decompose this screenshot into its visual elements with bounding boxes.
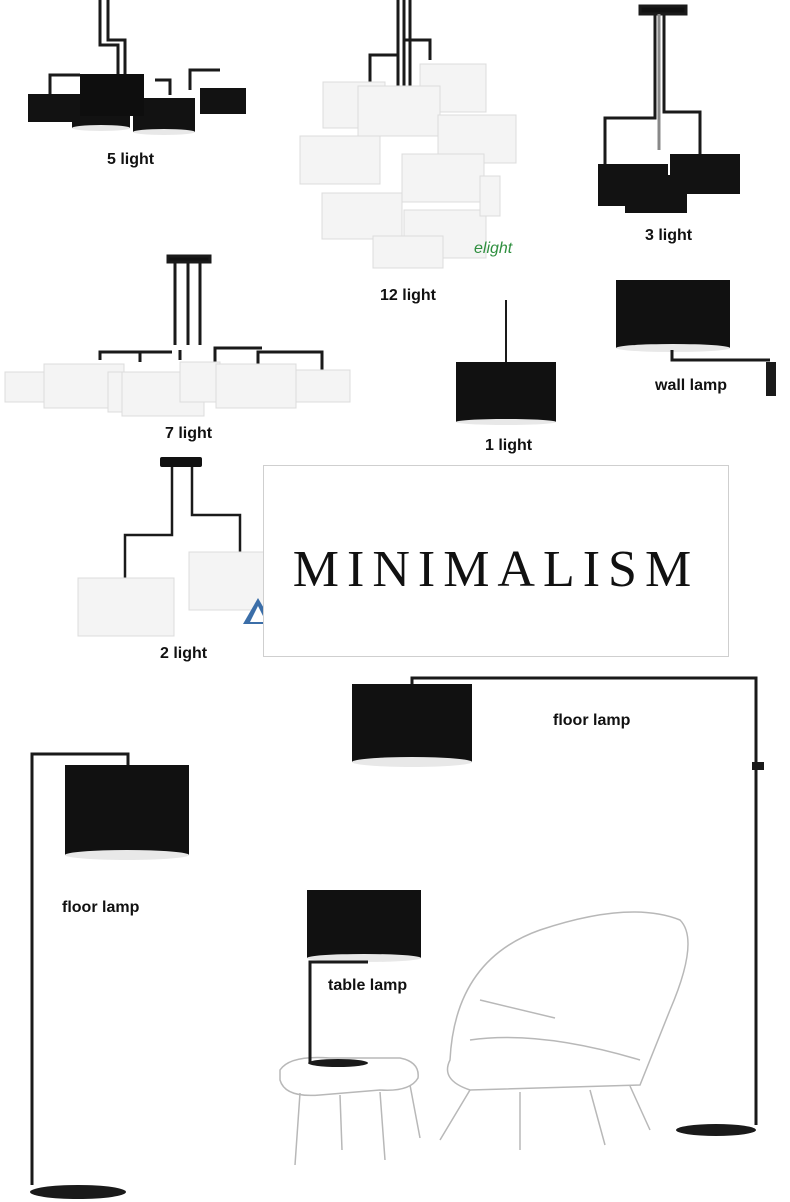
label-wall-lamp: wall lamp <box>655 377 728 394</box>
table-lamp <box>307 890 421 1067</box>
label-one-light: 1 light <box>485 437 533 454</box>
three-light-chandelier <box>603 4 702 170</box>
minimalism-banner: MINIMALISM <box>263 465 729 657</box>
wall-lamp <box>616 280 776 396</box>
label-five-light: 5 light <box>107 151 155 168</box>
three-light-shades <box>598 154 740 213</box>
two-light-pendant <box>77 457 286 637</box>
brand-watermark: elight <box>474 240 513 257</box>
label-seven-light: 7 light <box>165 425 213 442</box>
seven-light-chandelier <box>98 254 324 370</box>
label-twelve-light: 12 light <box>380 287 437 304</box>
label-floor-lamp-left: floor lamp <box>62 899 140 916</box>
one-light-pendant <box>456 300 556 425</box>
seven-light-shades <box>4 361 351 417</box>
label-table-lamp: table lamp <box>328 977 408 994</box>
floor-lamp-left <box>30 752 189 1199</box>
five-light-shades <box>28 74 246 135</box>
label-three-light: 3 light <box>645 227 693 244</box>
five-light-chandelier <box>48 0 220 95</box>
twelve-light-shades <box>299 63 517 269</box>
label-two-light: 2 light <box>160 645 208 662</box>
label-floor-lamp-right: floor lamp <box>553 712 631 729</box>
floor-lamp-right <box>352 676 764 1136</box>
banner-text: MINIMALISM <box>292 541 700 598</box>
furniture-sketch <box>279 911 689 1166</box>
